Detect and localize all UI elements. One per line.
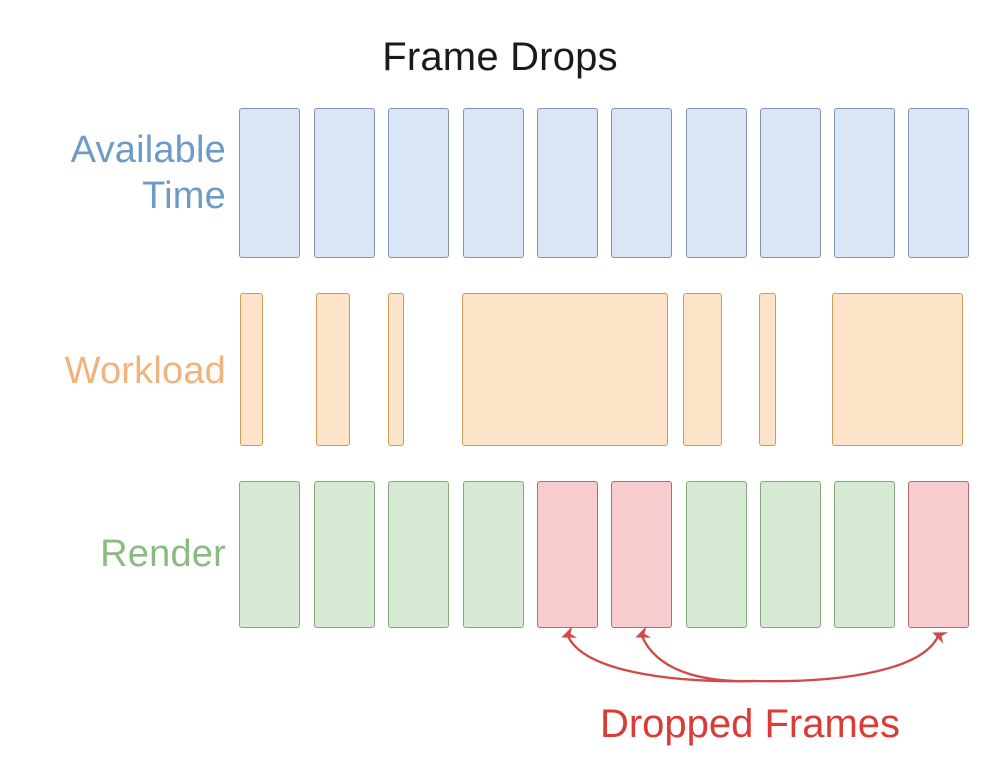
dropped-frame-arrow	[753, 632, 949, 683]
render-bar	[314, 481, 375, 628]
available-time-bar	[314, 108, 375, 258]
available-time-bar	[388, 108, 449, 258]
render-bar	[388, 481, 449, 628]
render-bar	[834, 481, 895, 628]
render-bar	[239, 481, 300, 628]
available-time-bar	[239, 108, 300, 258]
available-time-bar	[908, 108, 969, 258]
workload-bar	[388, 293, 404, 446]
dropped-frames-label: Dropped Frames	[599, 702, 901, 746]
dropped-frame-arrow	[635, 626, 757, 683]
dropped-frame-arrow	[561, 626, 757, 683]
row-label-available-time: Available Time	[70, 129, 226, 217]
available-time-bar	[760, 108, 821, 258]
workload-bar-overrun	[462, 293, 668, 446]
render-bar	[760, 481, 821, 628]
available-time-bar	[537, 108, 598, 258]
render-bar-dropped	[908, 481, 969, 628]
workload-bar	[683, 293, 722, 446]
render-bar	[463, 481, 524, 628]
annotation-arrows	[561, 626, 949, 683]
row-label-workload: Workload	[64, 350, 226, 392]
workload-bar-overrun	[832, 293, 963, 446]
available-time-bar	[834, 108, 895, 258]
workload-bar	[759, 293, 776, 446]
workload-bar	[240, 293, 263, 446]
available-time-bar	[463, 108, 524, 258]
row-label-render: Render	[100, 533, 226, 575]
render-bar-dropped	[537, 481, 598, 628]
render-bar	[686, 481, 747, 628]
available-time-bar	[611, 108, 672, 258]
workload-bar	[316, 293, 350, 446]
page-title: Frame Drops	[382, 35, 618, 79]
available-time-bar	[686, 108, 747, 258]
render-bar-dropped	[611, 481, 672, 628]
